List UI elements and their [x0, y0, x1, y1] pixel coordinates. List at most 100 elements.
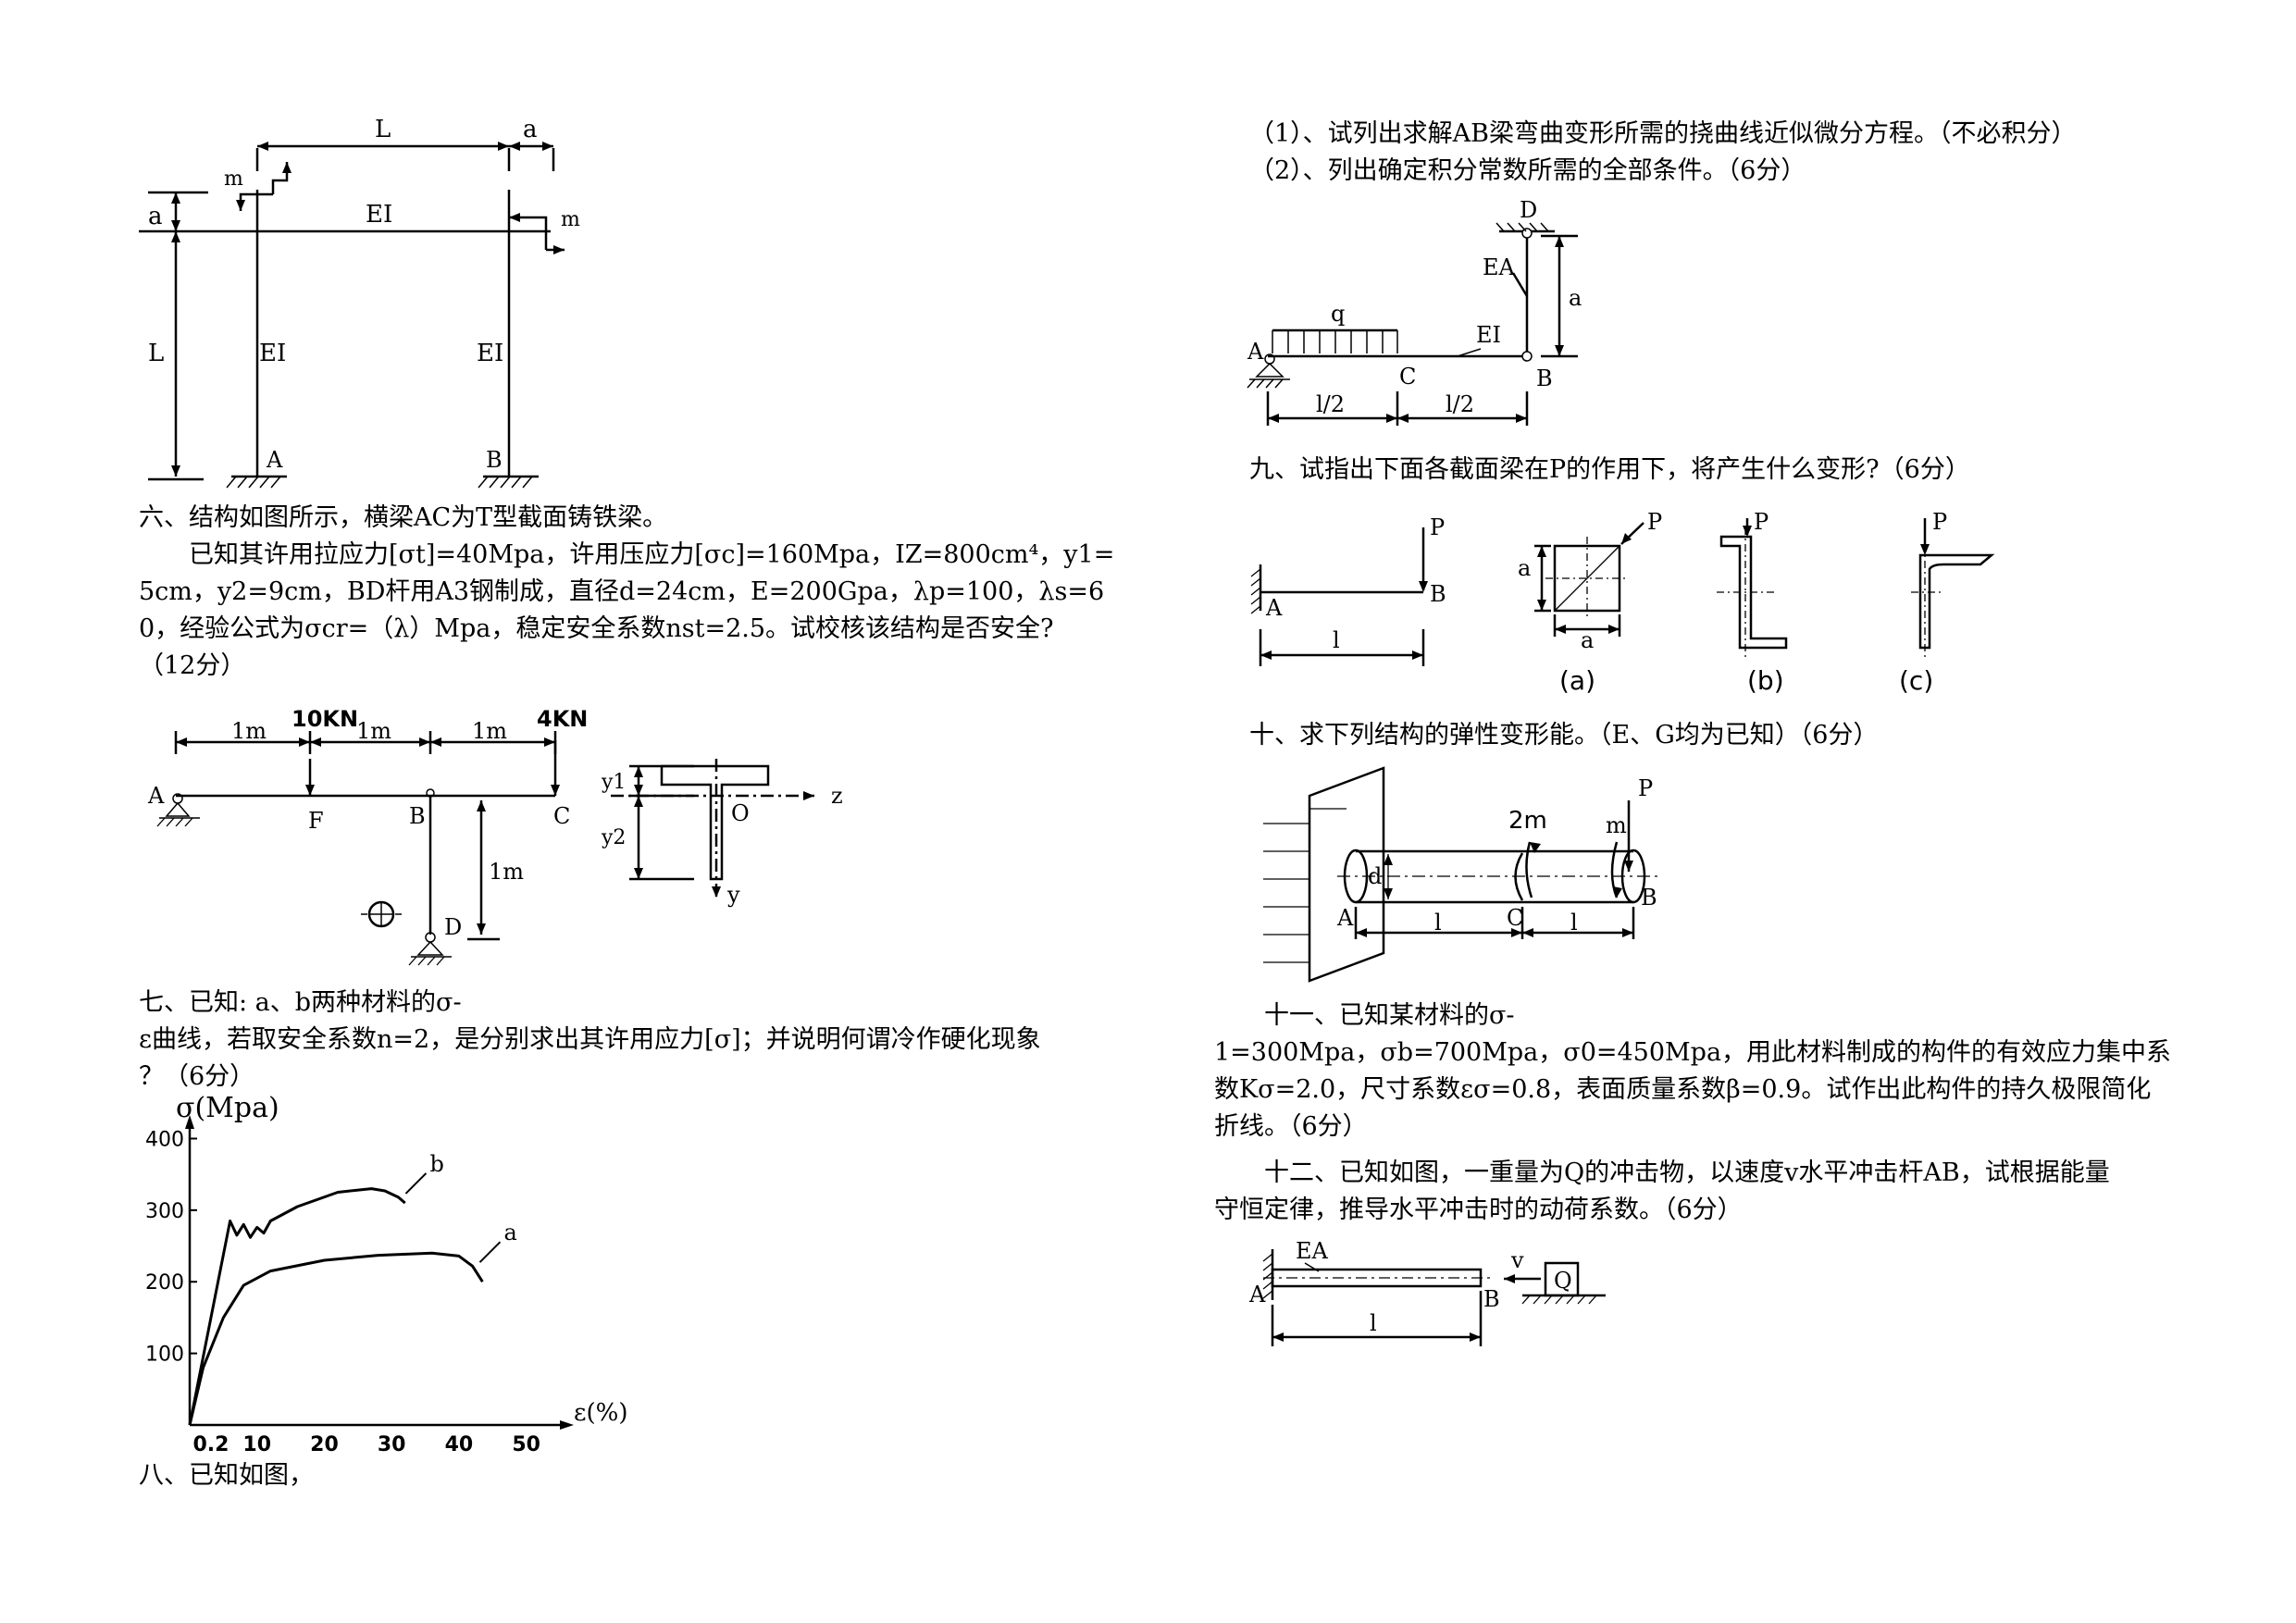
label-F: F [308, 808, 324, 834]
label-a-bottom: a [1581, 627, 1594, 653]
q8-item: （1）、试列出求解AB梁弯曲变形所需的挠曲线近似微分方程。（不必积分） [1249, 119, 2077, 148]
q6-line: （12分） [139, 651, 246, 680]
q8-figure: D EA a q EI A C B l/2 l/2 [1247, 197, 1582, 426]
label-A: A [147, 783, 165, 809]
label-d3: 1m [472, 718, 507, 744]
label-A: A [1248, 1282, 1266, 1307]
label-P-b: P [1754, 509, 1769, 535]
label-D: D [444, 914, 462, 940]
y-tick-label: 300 [145, 1200, 184, 1223]
label-L-top: L [375, 116, 391, 143]
label-B: B [1641, 885, 1657, 911]
label-m: m [1606, 812, 1627, 838]
q6-line: 六、结构如图所示，横梁AC为T型截面铸铁梁。 [139, 503, 668, 532]
q6-line: 0，经验公式为σcr=（λ）Mpa，稳定安全系数nst=2.5。试校核该结构是否… [139, 614, 1054, 643]
beam-tsection-figure: 10KN 4KN 1m 1m 1m A F B C D 1m y1 y2 z O… [147, 706, 843, 966]
label-A: A [1265, 595, 1283, 621]
q10-figure: P 2m m d A C B l l [1263, 766, 1661, 983]
q7-line: ？（6分） [139, 1062, 255, 1091]
label-P: P [1638, 775, 1653, 801]
label-2m: 2m [1508, 807, 1547, 835]
label-O: O [731, 800, 750, 826]
label-P-a: P [1647, 509, 1662, 535]
q8-item: （2）、列出确定积分常数所需的全部条件。（6分） [1249, 156, 1806, 185]
question-11: 十一、已知某材料的σ- 1=300Mpa，σb=700Mpa，σ0=450Mpa… [1214, 997, 2171, 1146]
q11-line: 1=300Mpa，σb=700Mpa，σ0=450Mpa，用此材料制成的构件的有… [1214, 1038, 2172, 1067]
y-tick-label: 400 [145, 1128, 184, 1151]
series-leader-b [404, 1172, 428, 1195]
series-leader-a [478, 1241, 502, 1263]
x-axis-label: ε(%) [574, 1399, 627, 1427]
label-L-left: L [148, 340, 164, 367]
label-B: B [1536, 365, 1553, 391]
question-8-intro: 八、已知如图， [139, 1457, 314, 1494]
label-y1: y1 [601, 771, 626, 794]
question-6: 六、结构如图所示，横梁AC为T型截面铸铁梁。 已知其许用拉应力[σt]=40Mp… [139, 500, 1114, 685]
label-a: a [1569, 285, 1582, 311]
y-axis-label: σ(Mpa) [176, 1092, 279, 1124]
label-EI-beam: EI [366, 201, 392, 229]
label-P: P [1430, 514, 1445, 540]
label-B: B [409, 803, 426, 829]
label-y: y [726, 882, 740, 908]
x-tick-label: 10 [242, 1433, 271, 1456]
question-9: 九、试指出下面各截面梁在P的作用下，将产生什么变形?（6分） [1249, 452, 1970, 489]
question-10: 十、求下列结构的弹性变形能。（E、G均为已知）（6分） [1249, 717, 1878, 754]
series-label-b: b [429, 1151, 443, 1177]
label-m-left: m [224, 167, 243, 191]
label-Q: Q [1554, 1268, 1572, 1294]
label-1m-BD: 1m [489, 859, 524, 885]
q7-line: ε曲线，若取安全系数n=2，是分别求出其许用应力[σ]；并说明何谓冷作硬化现象 [139, 1025, 1041, 1054]
label-a-top: a [523, 116, 538, 143]
caption-a: (a) [1559, 665, 1595, 696]
frame-figure: L a a m m EI L EI EI A B [139, 116, 580, 489]
q6-line: 5cm，y2=9cm，BD杆用A3钢制成，直径d=24cm，E=200Gpa，λ… [139, 577, 1105, 606]
series-line-a [188, 1251, 484, 1426]
label-z: z [831, 783, 843, 809]
label-10KN: 10KN [292, 706, 358, 732]
q12-line: 十二、已知如图，一重量为Q的冲击物，以速度v水平冲击杆AB，试根据能量 [1214, 1158, 2110, 1187]
label-v: v [1510, 1247, 1524, 1273]
label-C: C [553, 803, 570, 829]
label-EA: EA [1296, 1238, 1329, 1264]
label-l: l [1333, 627, 1340, 653]
label-d2: 1m [356, 718, 391, 744]
label-EI-col2: EI [477, 340, 503, 367]
label-m-right: m [561, 208, 580, 231]
label-q: q [1331, 301, 1345, 327]
label-EA: EA [1483, 254, 1516, 280]
label-d1: 1m [231, 718, 267, 744]
caption-c: (c) [1899, 665, 1933, 696]
label-C: C [1399, 364, 1416, 390]
q12-line: 守恒定律，推导水平冲击时的动荷系数。（6分） [1214, 1196, 1743, 1224]
q11-line: 十一、已知某材料的σ- [1214, 1001, 1515, 1030]
label-l1: l [1434, 910, 1442, 935]
series-label-a: a [503, 1220, 516, 1245]
label-A: A [266, 447, 283, 473]
label-EI-col1: EI [259, 340, 286, 367]
label-B: B [486, 447, 503, 473]
q9-line: 九、试指出下面各截面梁在P的作用下，将产生什么变形?（6分） [1249, 455, 1970, 484]
x-tick-label: 30 [378, 1433, 406, 1456]
question-12: 十二、已知如图，一重量为Q的冲击物，以速度v水平冲击杆AB，试根据能量 守恒定律… [1214, 1155, 2110, 1229]
label-l: l [1370, 1310, 1377, 1336]
label-D: D [1520, 197, 1537, 223]
q11-line: 折线。（6分） [1214, 1112, 1368, 1141]
label-l2: l [1570, 910, 1578, 935]
label-a-left: a [148, 203, 163, 230]
q7-line: 七、已知: a、b两种材料的σ- [139, 988, 462, 1017]
q6-line: 已知其许用拉应力[σt]=40Mpa，许用压应力[σc]=160Mpa，IZ=8… [139, 540, 1115, 569]
x-tick-label: 20 [310, 1433, 339, 1456]
label-y2: y2 [601, 826, 626, 849]
series-line-b [188, 1187, 406, 1426]
label-B: B [1483, 1286, 1500, 1312]
label-A: A [1336, 905, 1354, 931]
label-A: A [1247, 339, 1264, 365]
label-a-side: a [1518, 555, 1531, 581]
label-P-c: P [1932, 509, 1947, 535]
label-EI: EI [1476, 322, 1501, 348]
y-tick-label: 200 [145, 1271, 184, 1295]
question-7: 七、已知: a、b两种材料的σ- ε曲线，若取安全系数n=2，是分别求出其许用应… [139, 985, 1041, 1096]
q8-line: 八、已知如图， [139, 1461, 314, 1490]
question-8-items: （1）、试列出求解AB梁弯曲变形所需的挠曲线近似微分方程。（不必积分） （2）、… [1249, 116, 2077, 190]
